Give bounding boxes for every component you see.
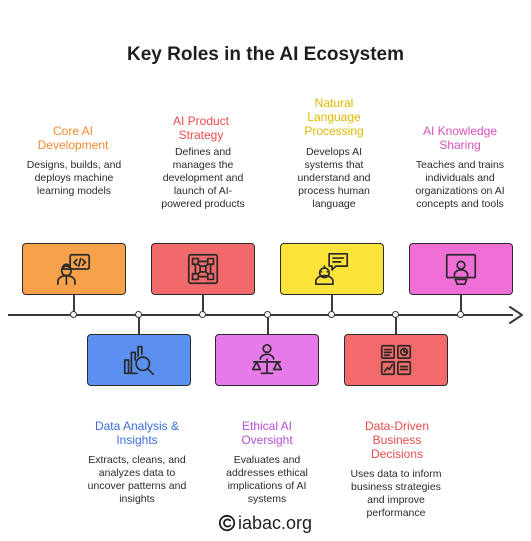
copyright-logo-icon xyxy=(218,514,236,532)
data-analysis-icon xyxy=(123,345,155,376)
connector-core-ai xyxy=(73,295,75,315)
connector-business-decisions xyxy=(395,315,397,335)
footer-brand: iabac.org xyxy=(218,510,338,536)
timeline-node xyxy=(70,311,77,318)
ethical-ai-box xyxy=(215,334,319,386)
role-desc-ethical-ai: Evaluates and addresses ethical implicat… xyxy=(226,454,308,505)
role-title-business-decisions: Data-Driven Business Decisions xyxy=(364,419,430,461)
footer-text: iabac.org xyxy=(238,512,313,533)
knowledge-sharing-box xyxy=(409,243,513,295)
data-analysis-box xyxy=(87,334,191,386)
timeline-line xyxy=(8,314,513,316)
role-title-ethical-ai: Ethical AI Oversight xyxy=(241,419,293,447)
role-desc-business-decisions: Uses data to inform business strategies … xyxy=(350,468,442,519)
arrow-right-icon xyxy=(509,306,523,324)
connector-ethical-ai xyxy=(267,315,269,335)
role-title-nlp: Natural Language Processing xyxy=(304,96,364,138)
role-desc-nlp: Develops AI systems that understand and … xyxy=(297,146,371,210)
core-ai-box xyxy=(22,243,126,295)
developer-icon xyxy=(56,253,91,286)
timeline-node xyxy=(199,311,206,318)
role-title-core-ai: Core AI Development xyxy=(37,124,109,152)
nlp-box xyxy=(280,243,384,295)
role-title-knowledge-sharing: AI Knowledge Sharing xyxy=(422,124,498,152)
connector-nlp xyxy=(331,295,333,315)
connector-data-analysis xyxy=(138,315,140,335)
strategy-icon xyxy=(187,253,219,285)
connector-knowledge-sharing xyxy=(460,295,462,315)
language-bot-icon xyxy=(314,252,349,286)
timeline-node xyxy=(135,311,142,318)
role-desc-data-analysis: Extracts, cleans, and analyzes data to u… xyxy=(87,454,187,505)
role-title-data-analysis: Data Analysis & Insights xyxy=(94,419,180,447)
timeline-node xyxy=(264,311,271,318)
ethics-scale-icon xyxy=(251,343,283,375)
teaching-icon xyxy=(445,253,477,286)
role-desc-knowledge-sharing: Teaches and trains individuals and organ… xyxy=(415,159,505,210)
timeline-node xyxy=(457,311,464,318)
timeline-node xyxy=(328,311,335,318)
dashboard-icon xyxy=(380,344,412,376)
role-desc-core-ai: Designs, builds, and deploys machine lea… xyxy=(26,159,122,197)
role-desc-product-strategy: Defines and manages the development and … xyxy=(161,146,245,210)
connector-product-strategy xyxy=(202,295,204,315)
timeline-node xyxy=(392,311,399,318)
product-strategy-box xyxy=(151,243,255,295)
business-decisions-box xyxy=(344,334,448,386)
role-title-product-strategy: AI Product Strategy xyxy=(172,114,230,142)
page-title: Key Roles in the AI Ecosystem xyxy=(126,44,404,65)
